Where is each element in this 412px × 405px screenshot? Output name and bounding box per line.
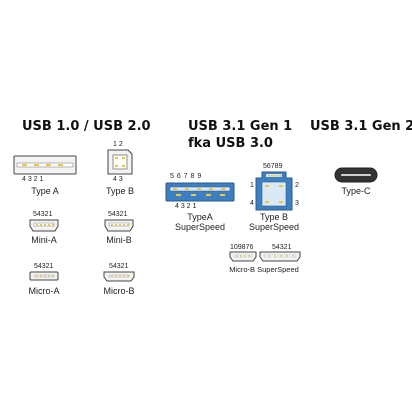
type-a-connector [13,155,77,175]
micro-a-connector [29,271,59,281]
type-a-ss-bottom-pins: 4 3 2 1 [175,203,197,210]
micro-b-superspeed-connector [229,251,301,262]
mini-a-pins: 54321 [33,211,53,218]
usb31-gen2-header: USB 3.1 Gen 2 [310,119,412,134]
mini-b-label: Mini-B [106,235,132,245]
type-b-ss-top-pins: 56789 [263,163,283,170]
usb1-usb2-header: USB 1.0 / USB 2.0 [22,119,151,134]
type-c-label: Type-C [341,186,371,196]
type-b-ss-pin-2: 2 [295,182,299,189]
type-c-connector [334,167,378,183]
type-a-label: Type A [31,186,59,196]
micro-a-label: Micro-A [28,286,60,296]
type-a-pin-numbers: 4 3 2 1 [22,176,44,183]
type-b-ss-pin-1: 1 [250,182,254,189]
micro-a-pins: 54321 [34,263,54,270]
mini-a-label: Mini-A [31,235,57,245]
micro-b-ss-left-pins: 109876 [230,244,254,251]
micro-b-label: Micro-B [103,286,135,296]
type-b-top-pins: 1 2 [113,141,123,148]
mini-b-connector [104,219,134,232]
type-b-label: Type B [105,186,134,196]
type-b-ss-label-line1: Type B [259,212,288,222]
type-a-ss-label-line2: SuperSpeed [174,222,226,232]
type-a-ss-top-pins: 5 6 7 8 9 [170,173,202,180]
mini-b-pins: 54321 [108,211,128,218]
usb31-gen1-header: USB 3.1 Gen 1 [188,119,293,134]
type-b-ss-label-line2: SuperSpeed [248,222,300,232]
usb30-fka-header: fka USB 3.0 [188,136,273,151]
type-b-bottom-pins: 4 3 [113,176,123,183]
type-a-superspeed-connector [165,182,235,202]
micro-b-ss-label: Micro-B SuperSpeed [229,265,299,274]
micro-b-pins: 54321 [109,263,129,270]
micro-b-connector [103,271,135,282]
mini-a-connector [29,219,59,232]
type-b-ss-pin-4: 4 [250,200,254,207]
type-a-ss-label-line1: TypeA [187,212,213,222]
type-b-connector [107,149,133,175]
type-b-ss-pin-3: 3 [295,200,299,207]
type-b-superspeed-connector [255,171,293,211]
micro-b-ss-right-pins: 54321 [272,244,292,251]
